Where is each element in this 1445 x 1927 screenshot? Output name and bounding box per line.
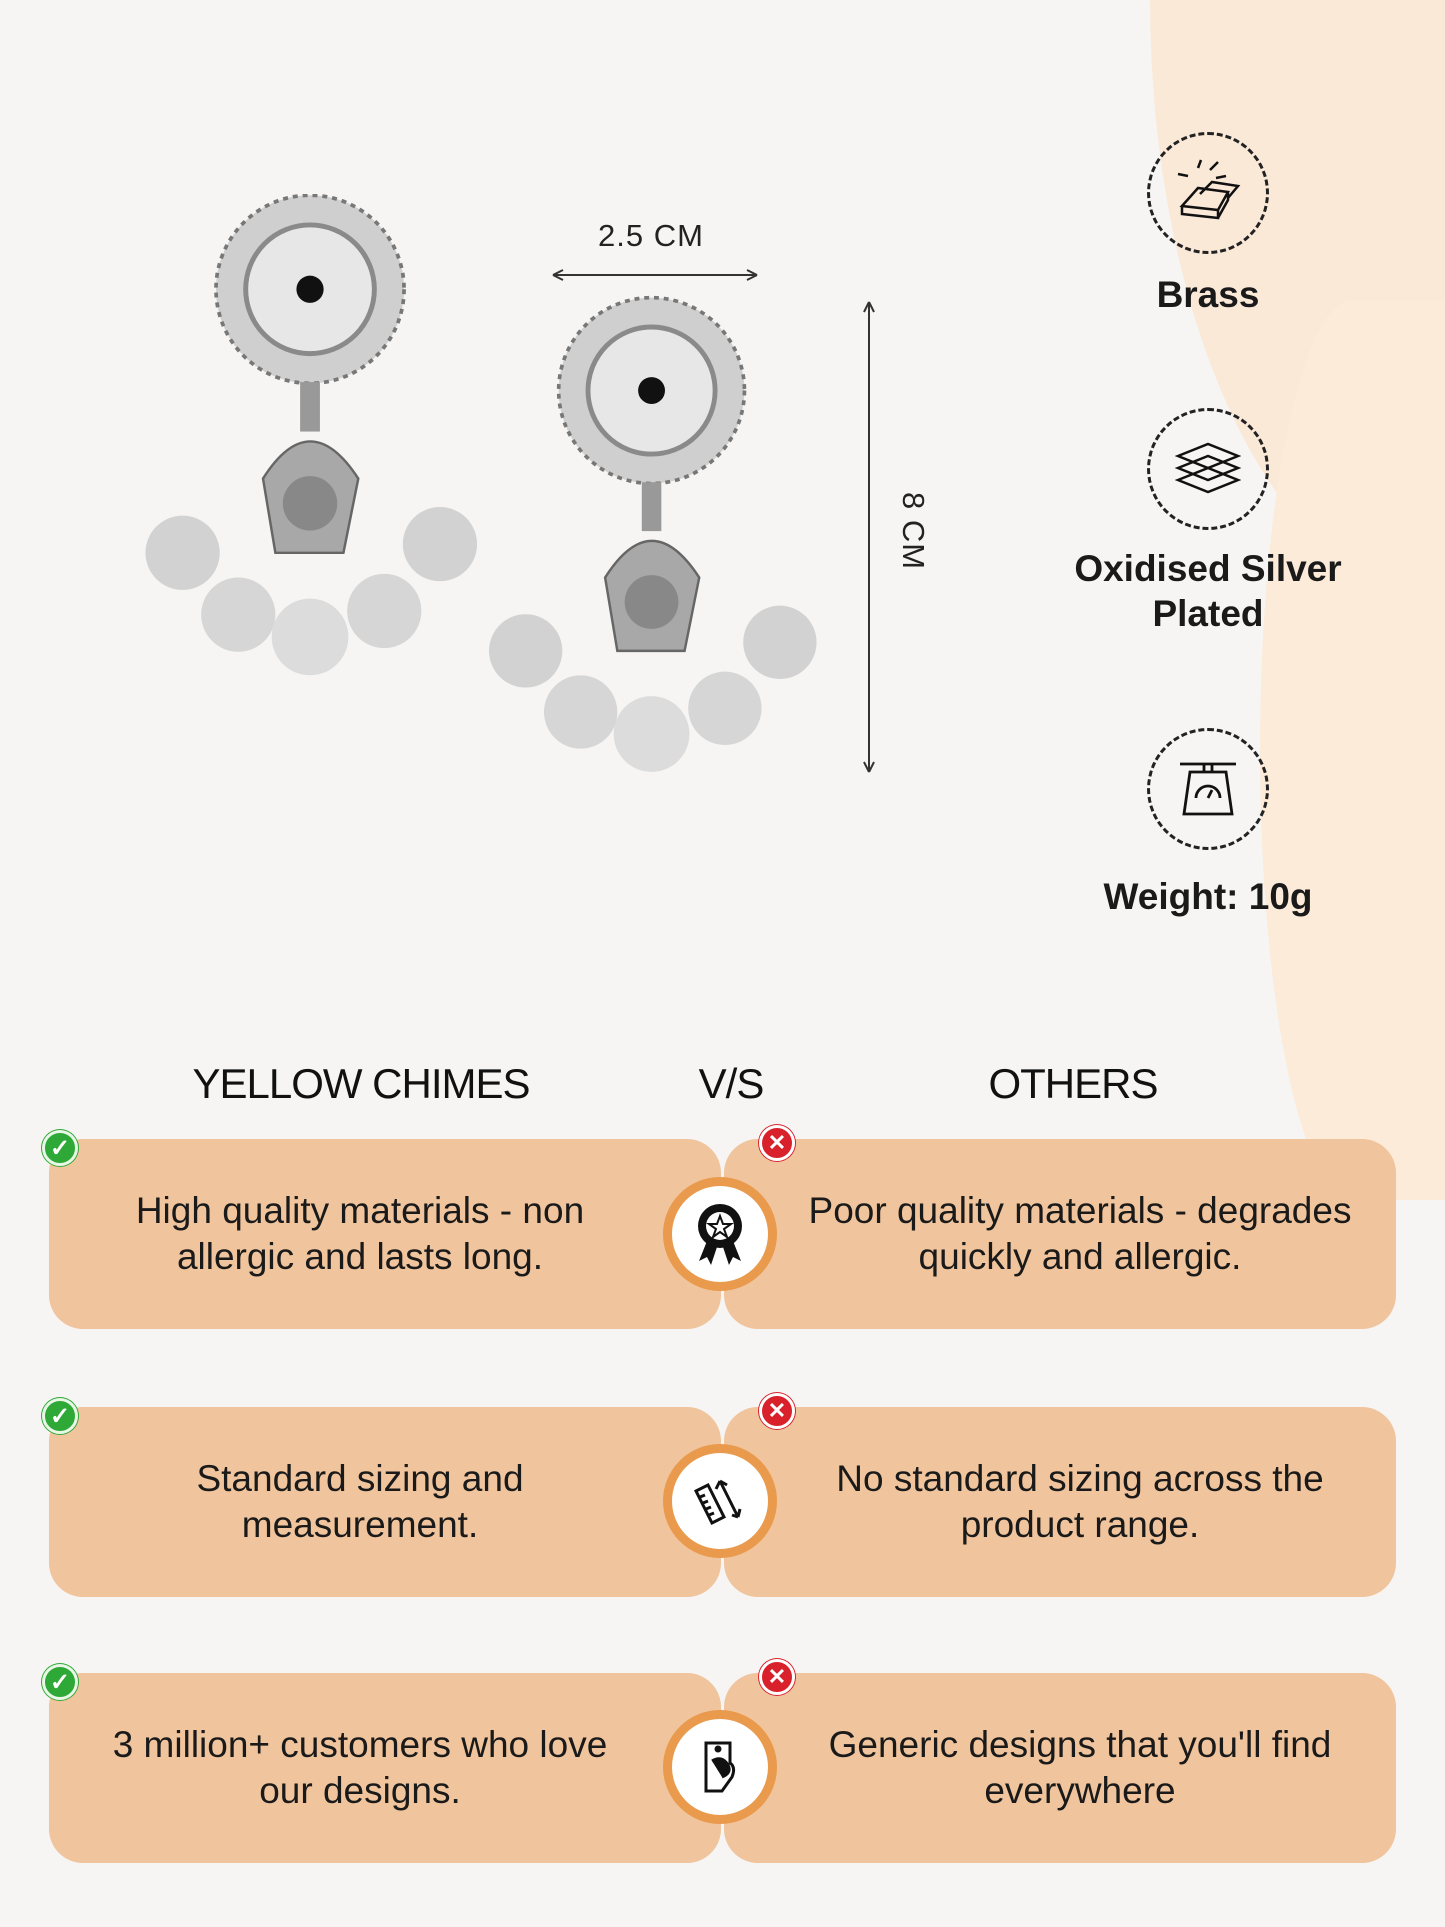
width-arrow-icon (552, 269, 758, 281)
others-heading: OTHERS (988, 1060, 1158, 1107)
ruler-measure-icon (663, 1444, 777, 1558)
earring-image-right (489, 295, 817, 772)
earring-image-left (145, 194, 478, 676)
cross-icon: ✕ (759, 1659, 795, 1695)
cross-icon: ✕ (759, 1393, 795, 1429)
check-icon: ✓ (42, 1130, 78, 1166)
weighing-scale-icon (1147, 728, 1269, 850)
award-badge-icon (663, 1177, 777, 1291)
height-arrow-icon (863, 301, 875, 773)
brand-card: Standard sizing and measurement. (49, 1407, 721, 1597)
feature-weight: Weight: 10g (1104, 728, 1313, 917)
others-card-text: Generic designs that you'll find everywh… (828, 1724, 1332, 1811)
check-icon: ✓ (42, 1664, 78, 1700)
gold-bars-icon (1147, 132, 1269, 254)
others-card-text: No standard sizing across the product ra… (836, 1458, 1324, 1545)
feature-label: Oxidised Silver Plated (1074, 548, 1342, 634)
brand-card-text: Standard sizing and measurement. (196, 1458, 524, 1545)
others-card: Poor quality materials - degrades quickl… (724, 1139, 1396, 1329)
brand-card-text: High quality materials - non allergic an… (135, 1190, 585, 1277)
happy-customer-icon (663, 1710, 777, 1824)
width-dimension-label: 2.5 CM (598, 218, 704, 253)
others-card-text: Poor quality materials - degrades quickl… (808, 1190, 1352, 1277)
cross-icon: ✕ (759, 1125, 795, 1161)
height-dimension-label: 8 CM (896, 492, 931, 571)
feature-brass: Brass (1108, 132, 1308, 315)
brand-card-text: 3 million+ customers who love our design… (112, 1724, 608, 1811)
others-card: Generic designs that you'll find everywh… (724, 1673, 1396, 1863)
feature-plating: Oxidised Silver Plated (1074, 408, 1342, 634)
others-card: No standard sizing across the product ra… (724, 1407, 1396, 1597)
brand-heading: YELLOW CHIMES (192, 1060, 530, 1107)
layers-icon (1147, 408, 1269, 530)
vs-heading: V/S (698, 1060, 765, 1107)
brand-card: 3 million+ customers who love our design… (49, 1673, 721, 1863)
feature-label: Brass (1156, 274, 1260, 315)
background-shape (1260, 300, 1445, 1200)
feature-label: Weight: 10g (1103, 876, 1313, 917)
check-icon: ✓ (42, 1398, 78, 1434)
brand-card: High quality materials - non allergic an… (49, 1139, 721, 1329)
